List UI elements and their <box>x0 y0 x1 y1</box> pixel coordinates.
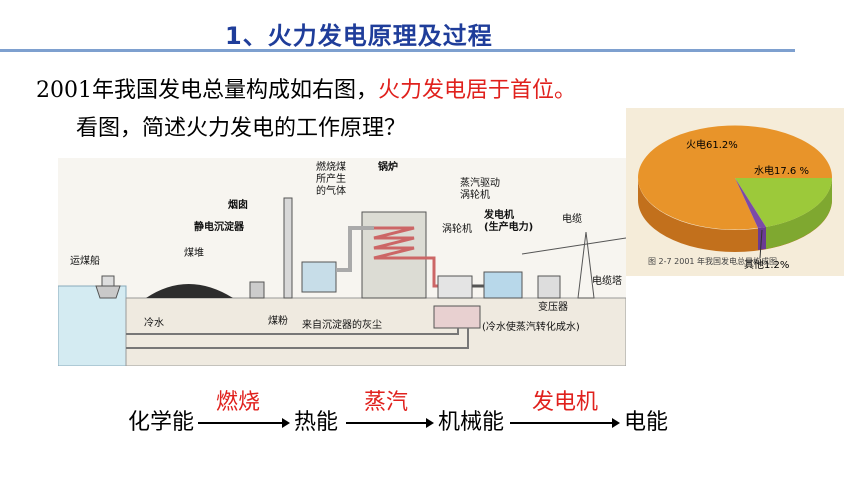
pie-label-other: 其他1.2% <box>744 258 789 271</box>
stage-electrical-energy: 电能 <box>624 410 669 435</box>
gas-pipe <box>336 226 374 272</box>
process-steam: 蒸汽 <box>364 390 409 415</box>
label-condense: (冷水使蒸汽转化成水) <box>482 322 580 333</box>
label-coal-heap: 煤堆 <box>184 248 204 259</box>
steam-pipe <box>414 256 438 288</box>
pie-slice-other <box>735 178 766 228</box>
label-tower: 电缆塔 <box>592 276 622 287</box>
pie-label-hydro: 水电17.6 % <box>754 164 809 177</box>
coal-heap <box>146 284 233 298</box>
intro-text: 2001年我国发电总量构成如右图， <box>36 78 378 103</box>
label-transformer: 变压器 <box>538 302 568 313</box>
label-generator: 发电机 (生产电力) <box>484 210 534 233</box>
process-combustion: 燃烧 <box>216 390 261 415</box>
label-boiler: 锅炉 <box>378 162 398 173</box>
pie-side-hydro <box>766 178 832 249</box>
precipitator <box>301 261 337 293</box>
label-cold-water: 冷水 <box>144 318 164 329</box>
turbine <box>437 275 473 299</box>
stage-mechanical-energy: 机械能 <box>438 410 505 435</box>
boiler <box>361 211 427 299</box>
label-coal-powder: 煤粉 <box>268 316 288 327</box>
arrow-1 <box>198 418 290 428</box>
label-turbine: 涡轮机 <box>442 224 472 235</box>
ship-cabin <box>101 275 115 287</box>
intro-highlight: 火力发电居于首位。 <box>378 78 577 103</box>
conveyor <box>249 281 265 299</box>
tower <box>577 231 595 299</box>
label-precipitator: 静电沉淀器 <box>194 222 244 233</box>
intro-line: 2001年我国发电总量构成如右图，火力发电居于首位。 <box>36 72 576 104</box>
condenser <box>433 305 481 329</box>
arrow-2 <box>346 418 434 428</box>
label-gas: 燃烧煤 所产生 的气体 <box>316 162 346 197</box>
pie-slice-hydro <box>735 178 832 227</box>
stage-thermal-energy: 热能 <box>294 410 339 435</box>
title-underline <box>0 49 795 52</box>
transformer <box>537 275 561 299</box>
generator <box>483 271 523 299</box>
return-water-pipe <box>126 328 469 349</box>
question-line: 看图，简述火力发电的工作原理？ <box>76 116 407 141</box>
stage-chemical-energy: 化学能 <box>128 410 195 435</box>
pie-leader-line <box>759 229 763 259</box>
power-plant-svg <box>57 197 627 367</box>
label-cable: 电缆 <box>562 214 582 225</box>
chimney <box>283 197 293 299</box>
pie-slice-thermal <box>638 125 833 230</box>
pie-caption: 图 2-7 2001 年我国发电总量构成图 <box>648 257 778 266</box>
cable-line <box>521 237 627 255</box>
cold-water-pipe <box>126 328 459 335</box>
ship-hull <box>95 285 121 299</box>
power-plant-diagram: 烟囱 静电沉淀器 煤堆 运煤船 燃烧煤 所产生 的气体 锅炉 蒸汽驱动 涡轮机 … <box>57 158 627 367</box>
process-generator: 发电机 <box>532 390 599 415</box>
label-steam: 蒸汽驱动 涡轮机 <box>460 178 500 201</box>
label-ship: 运煤船 <box>70 256 100 267</box>
label-chimney: 烟囱 <box>228 200 248 211</box>
boiler-coils <box>373 226 415 260</box>
label-ash: 来自沉淀器的灰尘 <box>302 320 382 331</box>
arrow-3 <box>510 418 620 428</box>
pie-chart-figure: 火电61.2% 水电17.6 % 其他1.2% 图 2-7 2001 年我国发电… <box>626 108 844 276</box>
pie-label-thermal: 火电61.2% <box>686 138 738 151</box>
pie-side-other <box>758 227 766 250</box>
page-title: 1、火力发电原理及过程 <box>225 22 493 50</box>
pie-chart-svg: 火电61.2% 水电17.6 % 其他1.2% <box>638 125 833 271</box>
